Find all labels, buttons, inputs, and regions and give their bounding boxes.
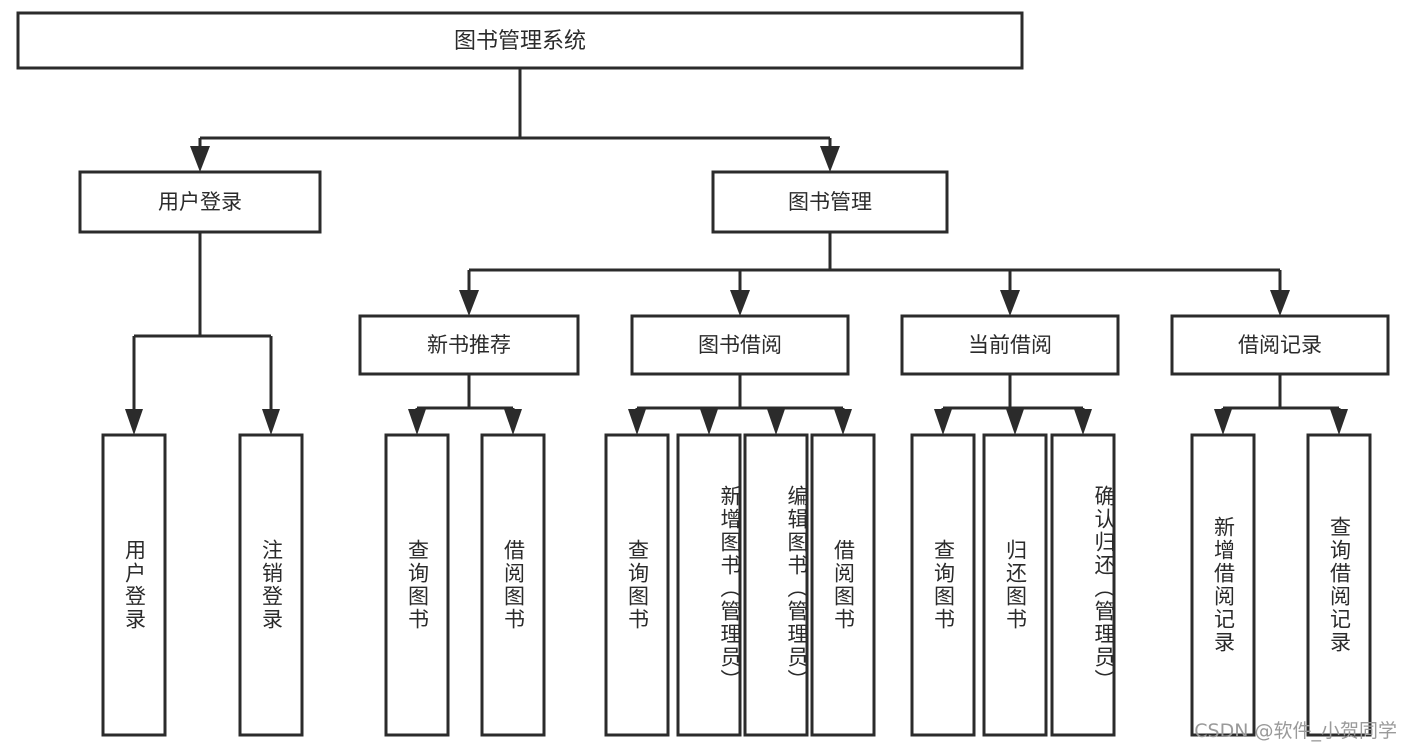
- arrowhead-leaf-borrow-book: [834, 409, 852, 435]
- connector-layer: [125, 68, 1348, 435]
- node-book-management-box[interactable]: [711, 170, 949, 234]
- arrowhead-current-borrow: [1000, 290, 1020, 316]
- arrowhead-leaf-return-book: [1006, 409, 1024, 435]
- node-user-login[interactable]: 用户登录: [78, 170, 322, 234]
- node-book-management-label: 图书管理: [788, 190, 872, 214]
- node-leaf-query-book-rec-box[interactable]: [384, 433, 450, 737]
- leaf-box-layer: [101, 433, 1372, 737]
- csdn-watermark: CSDN @软件_小贺同学: [1194, 720, 1397, 742]
- node-leaf-confirm-return-admin-box[interactable]: [1050, 433, 1116, 737]
- node-current-borrow-label: 当前借阅: [968, 333, 1052, 357]
- arrowhead-user-login: [190, 146, 210, 172]
- node-leaf-return-book-box[interactable]: [982, 433, 1048, 737]
- node-leaf-add-borrow-record-box[interactable]: [1190, 433, 1256, 737]
- arrowhead-leaf-add-borrow-record: [1214, 409, 1232, 435]
- arrowhead-leaf-confirm-return-admin: [1074, 409, 1092, 435]
- node-leaf-query-borrow-record-box[interactable]: [1306, 433, 1372, 737]
- node-book-borrow-box[interactable]: [630, 314, 850, 376]
- arrowhead-leaf-query-borrow-record: [1330, 409, 1348, 435]
- arrowhead-book-management: [820, 146, 840, 172]
- node-new-book-recommend[interactable]: 新书推荐: [358, 314, 580, 376]
- node-borrow-record-box[interactable]: [1170, 314, 1390, 376]
- arrowhead-book-borrow: [730, 290, 750, 316]
- node-leaf-add-book-admin-box[interactable]: [676, 433, 742, 737]
- node-borrow-record-label: 借阅记录: [1238, 333, 1322, 357]
- node-borrow-record[interactable]: 借阅记录: [1170, 314, 1390, 376]
- node-book-borrow-label: 图书借阅: [698, 333, 782, 357]
- arrowhead-leaf-query-book-current: [934, 409, 952, 435]
- arrowhead-leaf-edit-book-admin: [767, 409, 785, 435]
- node-new-book-recommend-box[interactable]: [358, 314, 580, 376]
- node-new-book-recommend-label: 新书推荐: [427, 333, 511, 357]
- arrowhead-leaf-user-logout: [262, 409, 280, 435]
- node-current-borrow-box[interactable]: [900, 314, 1120, 376]
- node-leaf-user-logout-box[interactable]: [238, 433, 304, 737]
- arrowhead-leaf-query-book-rec: [408, 409, 426, 435]
- node-root-label: 图书管理系统: [454, 29, 586, 54]
- arrowhead-leaf-borrow-book-rec: [504, 409, 522, 435]
- node-root-box[interactable]: [16, 11, 1024, 70]
- node-leaf-edit-book-admin-box[interactable]: [743, 433, 809, 737]
- node-leaf-borrow-book-box[interactable]: [810, 433, 876, 737]
- node-user-login-box[interactable]: [78, 170, 322, 234]
- node-book-borrow[interactable]: 图书借阅: [630, 314, 850, 376]
- node-book-management[interactable]: 图书管理: [711, 170, 949, 234]
- node-root[interactable]: 图书管理系统: [16, 11, 1024, 70]
- arrowhead-borrow-record: [1270, 290, 1290, 316]
- arrowhead-leaf-query-book-borrow: [628, 409, 646, 435]
- node-current-borrow[interactable]: 当前借阅: [900, 314, 1120, 376]
- node-leaf-user-login-box[interactable]: [101, 433, 167, 737]
- node-user-login-label: 用户登录: [158, 190, 242, 214]
- arrowhead-leaf-add-book-admin: [700, 409, 718, 435]
- arrowhead-leaf-user-login: [125, 409, 143, 435]
- node-leaf-query-book-borrow-box[interactable]: [604, 433, 670, 737]
- node-leaf-borrow-book-rec-box[interactable]: [480, 433, 546, 737]
- node-leaf-query-book-current-box[interactable]: [910, 433, 976, 737]
- arrowhead-new-book-recommend: [459, 290, 479, 316]
